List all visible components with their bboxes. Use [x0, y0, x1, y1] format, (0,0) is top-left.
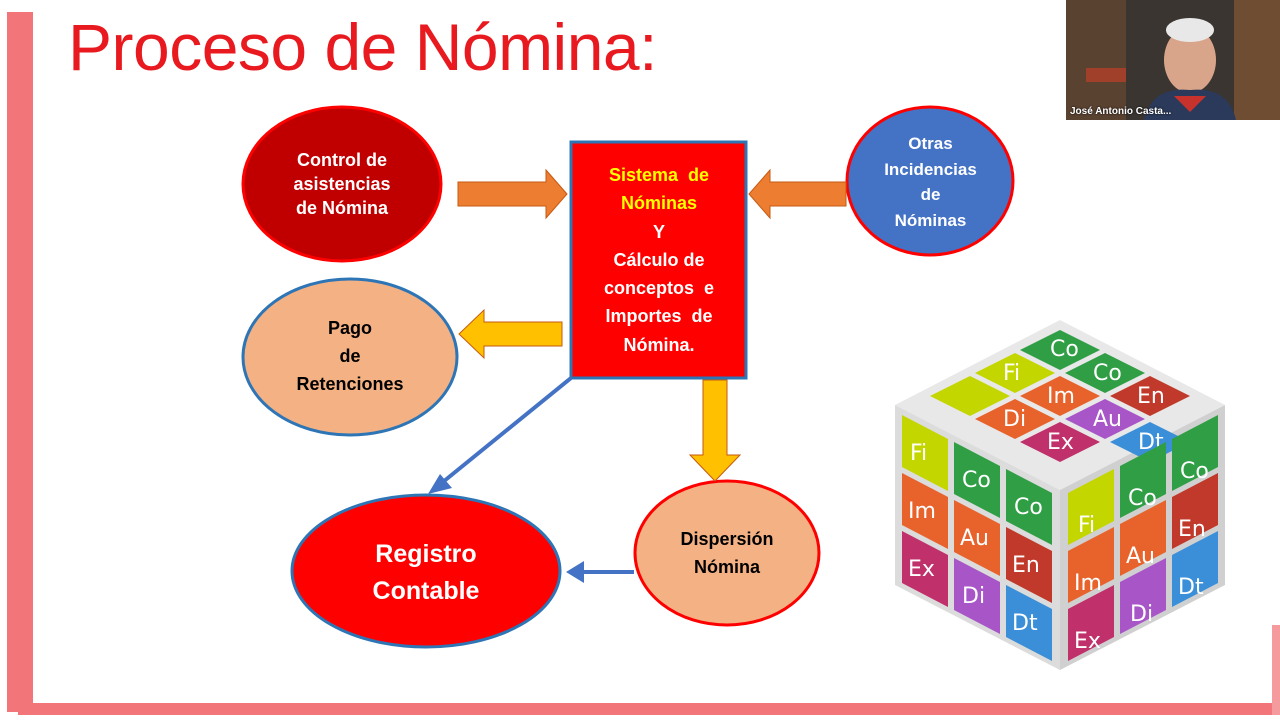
cube-left-label: Im: [908, 499, 936, 524]
registro-text: Registro Contable: [316, 528, 536, 618]
cube-left-label: En: [1012, 553, 1040, 578]
control-ellipse: [241, 105, 443, 263]
cube-right-label: Co: [1180, 459, 1209, 484]
sistema-line-6: Importes de: [605, 306, 713, 327]
arrow-sistema-to-pago: [458, 308, 563, 360]
control-text: Control de asistencias de Nómina: [262, 128, 422, 240]
pago-line-1: Pago: [327, 318, 372, 339]
cube-right-label: Au: [1126, 544, 1155, 569]
pago-line-3: Retenciones: [296, 373, 404, 394]
cube-right-label: Co: [1128, 486, 1157, 511]
pago-ellipse: [241, 277, 459, 437]
sistema-text: Sistema de Nóminas Y Cálculo de concepto…: [574, 150, 744, 370]
arrow-sistema-to-registro: [436, 376, 573, 488]
slide-border-left: [7, 12, 33, 712]
otras-line-1: Otras: [908, 134, 953, 153]
slide-border-right: [1272, 625, 1280, 715]
cube-top-label: Fi: [1003, 361, 1020, 386]
arrow-otras-to-sistema: [748, 168, 847, 220]
slide-title: Proceso de Nómina:: [68, 10, 657, 84]
sistema-line-7: Nómina.: [623, 334, 695, 355]
sistema-line-3: Y: [652, 221, 665, 242]
sistema-line-5: conceptos e: [603, 278, 715, 299]
webcam-participant-name: José Antonio Casta...: [1070, 106, 1172, 117]
arrow-dispersion-to-registro-head: [566, 561, 584, 583]
cube-left-label: Co: [962, 468, 991, 493]
arrow-sistema-to-dispersion: [688, 379, 742, 482]
cube-right-label: Fi: [1078, 513, 1095, 538]
sistema-line-2: Nóminas: [620, 193, 698, 214]
cube-top-label: Di: [1003, 407, 1026, 432]
otras-ellipse: [845, 105, 1015, 257]
cube-left-label: Fi: [910, 441, 927, 466]
arrow-control-to-sistema: [457, 168, 568, 220]
webcam-background: [1066, 0, 1126, 120]
cube-right-label: Im: [1074, 571, 1102, 596]
otras-line-3: de: [920, 185, 941, 204]
dispersion-text: Dispersión Nómina: [652, 522, 802, 586]
cube-right-label: Di: [1130, 602, 1153, 627]
webcam-thumbnail[interactable]: José Antonio Casta...: [1066, 0, 1280, 120]
cube-right-label: En: [1178, 517, 1206, 542]
cube-left-label: Di: [962, 584, 985, 609]
cube-top-label: Im: [1047, 384, 1075, 409]
control-line-1: Control de: [296, 149, 387, 170]
cube-right-label: Dt: [1178, 575, 1204, 600]
cube-right-label: Ex: [1074, 629, 1101, 654]
cube-left-label: Co: [1014, 495, 1043, 520]
cube-top-label: En: [1137, 384, 1165, 409]
cube-top-label: Co: [1093, 361, 1122, 386]
pago-line-2: de: [339, 346, 361, 367]
cube-top-label: Co: [1050, 337, 1079, 362]
sistema-box: [569, 140, 748, 380]
registro-line-1: Registro: [375, 539, 477, 568]
dispersion-ellipse: [633, 479, 821, 627]
cube-left-label: Ex: [908, 557, 935, 582]
sistema-line-1: Sistema de: [608, 165, 710, 186]
pago-text: Pago de Retenciones: [270, 305, 430, 409]
cube-right-tiles: [1068, 415, 1218, 661]
cube-left-tiles: [902, 415, 1052, 661]
dispersion-line-2: Nómina: [693, 557, 760, 577]
sistema-line-4: Cálculo de: [613, 249, 705, 270]
control-line-3: de Nómina: [295, 198, 388, 219]
registro-ellipse: [290, 493, 562, 649]
cube-top-label: Au: [1093, 407, 1122, 432]
dispersion-line-1: Dispersión: [680, 529, 774, 550]
cube-top-tiles: [930, 330, 1190, 462]
module-cube-graphic: Co Fi Co En Im Au Dt Ex Di Fi Co Co Im A…: [895, 320, 1225, 670]
webcam-background: [1086, 68, 1126, 82]
person-silhouette: [1144, 18, 1236, 120]
cube-left-label: Dt: [1012, 611, 1038, 636]
otras-text: Otras Incidencias de Nóminas: [858, 126, 1003, 238]
control-line-2: asistencias: [293, 173, 391, 194]
cube-top-label: Ex: [1047, 430, 1074, 455]
registro-line-2: Contable: [372, 577, 480, 605]
webcam-background: [1234, 0, 1280, 120]
arrow-sistema-to-registro-head: [428, 474, 452, 494]
otras-line-2: Incidencias: [884, 159, 977, 179]
cube-left-label: Au: [960, 526, 989, 551]
slide-border-bottom: [18, 703, 1280, 715]
otras-line-4: Nóminas: [894, 210, 967, 230]
